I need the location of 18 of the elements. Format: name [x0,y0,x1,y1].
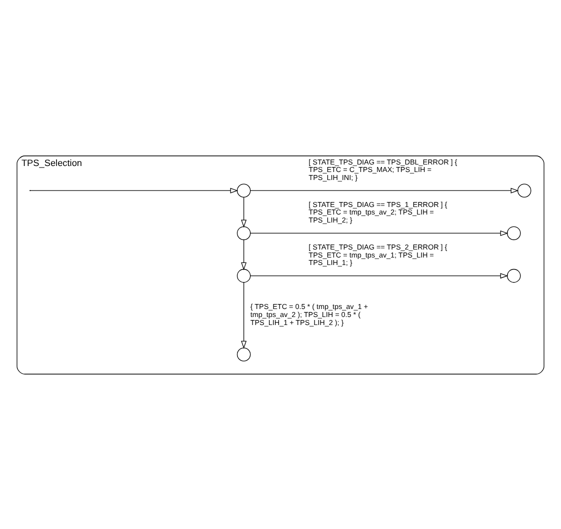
node-circle [236,183,251,197]
node-circle [236,347,251,361]
edge-label: [ STATE_TPS_DIAG == TPS_2_ERROR ] { TPS_ETC = tmp_tps_av_1; TPS_LIH = TPS_LIH_1; } [308,242,448,267]
arrow [241,238,247,270]
edge-label: { TPS_ETC = 0.5 * ( tmp_tps_av_1 + tmp_tps_av_2 ); TPS_LIH = 0.5 * ( TPS_LIH_1 + TPS_LIH_2 ); } [250,302,368,326]
arrow [241,196,247,228]
arrow [250,272,508,278]
edge-label: [ STATE_TPS_DIAG == TPS_1_ERROR ] { TPS_ETC = tmp_tps_av_2; TPS_LIH = TPS_LIH_2; } [308,199,448,224]
arrow [250,230,508,236]
arrow [250,187,519,193]
node-circle [236,268,251,282]
edge-label: [ STATE_TPS_DIAG == TPS_DBL_ERROR ] { TPS_ETC = C_TPS_MAX; TPS_LIH = TPS_LIH_INI; } [308,156,458,182]
node-circle [236,226,251,240]
node-circle [506,268,521,282]
arrow [241,282,247,348]
arrow [30,187,238,193]
node-circle [517,183,532,197]
node-circle [506,226,521,240]
